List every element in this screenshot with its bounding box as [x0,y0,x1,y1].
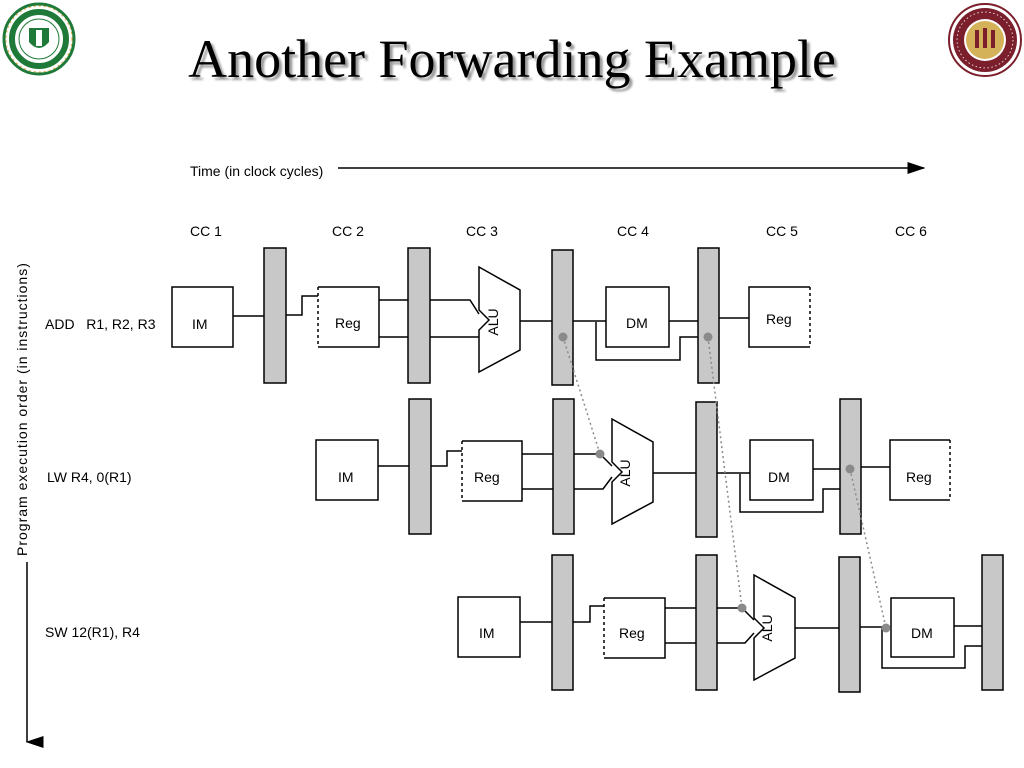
cycle-label-5: CC 5 [766,223,798,239]
dm-stage-label: DM [626,315,648,331]
slide-title: Another Forwarding Example [188,29,836,89]
dm-stage-label: DM [911,625,933,641]
dm-stage-box [890,597,955,658]
reg-stage-label: Reg [474,469,500,485]
pipeline-register [408,398,432,535]
forwarding-source-dot [703,332,713,342]
instruction-label-lw: LW R4, 0(R1) [47,469,132,485]
alu-stage-label: ALU [759,614,775,641]
im-stage-label: IM [479,625,495,641]
im-stage-box [457,596,521,658]
cycle-label-1: CC 1 [190,223,222,239]
forwarding-source-dot [845,464,855,474]
pipeline-row-add: IM Reg ALU DM Reg [171,247,811,386]
im-stage-label: IM [338,469,354,485]
pipeline-register [838,556,861,693]
im-stage-box [171,286,234,348]
pipeline-row-sw: IM Reg ALU DM [457,554,1004,693]
pipeline-register [695,401,718,538]
reg-stage-label: Reg [335,315,361,331]
forwarding-target-dot [737,603,747,613]
reg-writeback-label: Reg [906,469,932,485]
pipeline-register [697,247,720,384]
pipeline-register [551,249,574,386]
pipeline-register [981,554,1004,691]
dm-stage-label: DM [768,469,790,485]
reg-stage-label: Reg [619,625,645,641]
dm-stage-box [605,286,670,348]
cycle-label-2: CC 2 [332,223,364,239]
forwarding-path-add-to-lw [562,336,601,455]
cycle-label-6: CC 6 [895,223,927,239]
cycle-label-4: CC 4 [617,223,649,239]
fsu-seal-icon [948,3,1022,77]
pipeline-register [407,247,431,384]
im-stage-label: IM [192,316,208,332]
alu-stage-shape [478,265,521,374]
pipeline-register [695,554,718,691]
alu-stage-label: ALU [617,459,633,486]
reg-writeback-label: Reg [766,311,792,327]
pipeline-register [551,554,574,691]
forwarding-path-lw-to-sw [849,468,887,629]
pipeline-register [552,398,575,535]
alu-stage-shape [753,573,796,682]
pipeline-register [263,247,287,384]
forwarding-path-add-to-sw [707,336,743,609]
forwarding-target-dot [595,449,605,459]
forwarding-target-dot [881,623,891,633]
famu-seal-icon [2,2,76,76]
cycle-label-3: CC 3 [466,223,498,239]
instruction-label-add: ADD R1, R2, R3 [45,316,156,332]
dm-stage-box [749,439,814,501]
alu-stage-shape [611,417,654,526]
time-axis-label: Time (in clock cycles) [190,163,323,179]
forwarding-source-dot [558,332,568,342]
forwarding-paths [558,332,891,633]
execution-order-label: Program execution order (in instructions… [14,262,30,556]
alu-stage-label: ALU [485,308,501,335]
instruction-label-sw: SW 12(R1), R4 [45,624,140,640]
pipeline-row-lw: IM Reg ALU DM Reg [315,398,951,538]
im-stage-box [315,439,379,501]
